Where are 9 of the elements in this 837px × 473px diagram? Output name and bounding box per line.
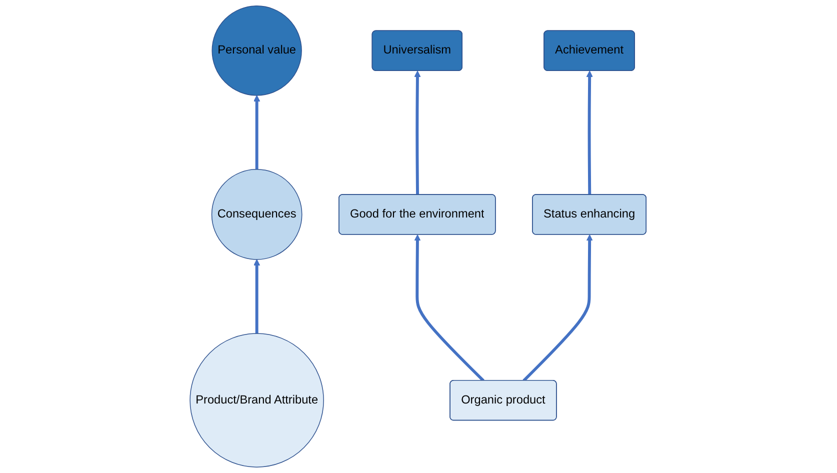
- arrow: [523, 234, 594, 382]
- node-circle: Consequences: [212, 169, 303, 260]
- arrow: [414, 70, 422, 195]
- node-circle: Personal value: [212, 6, 302, 96]
- arrow: [254, 259, 260, 334]
- arrow: [586, 70, 594, 195]
- arrow: [254, 95, 260, 170]
- node-circle: Product/Brand Attribute: [190, 333, 324, 468]
- arrow: [414, 234, 485, 382]
